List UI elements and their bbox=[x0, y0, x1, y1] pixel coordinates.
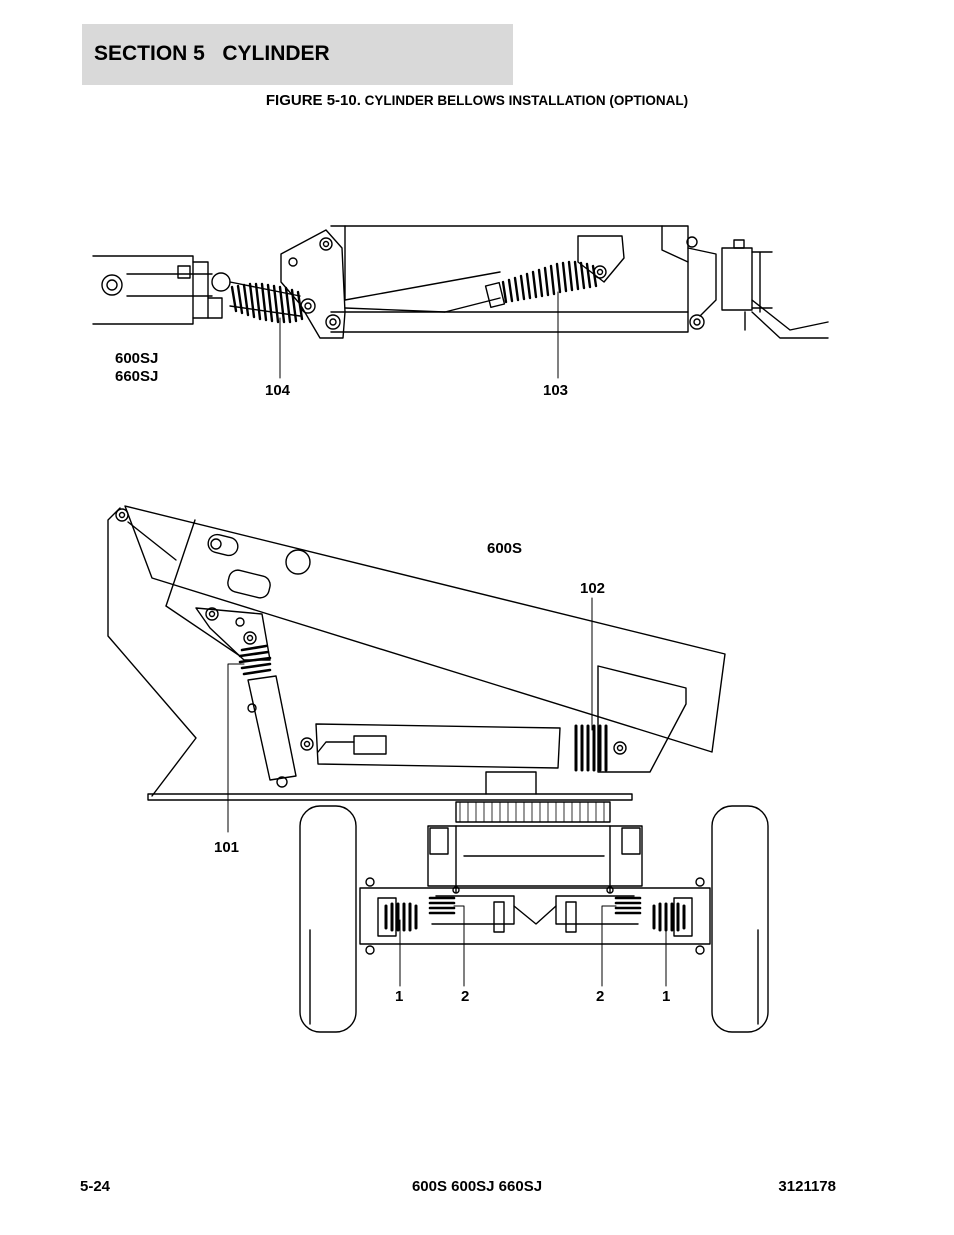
bellows-2-right bbox=[614, 896, 642, 915]
top-view-drawing bbox=[92, 225, 829, 339]
callout-1-left: 1 bbox=[395, 988, 404, 1005]
model-label-600s: 600S bbox=[487, 540, 523, 557]
bellows-1-right bbox=[652, 902, 686, 932]
callout-103: 103 bbox=[543, 382, 569, 399]
callout-2-right: 2 bbox=[596, 988, 605, 1005]
callout-1-right: 1 bbox=[662, 988, 671, 1005]
figure-title: CYLINDER BELLOWS INSTALLATION (OPTIONAL) bbox=[360, 93, 689, 108]
model-label-660sj: 660SJ bbox=[115, 368, 159, 385]
bellows-2-left bbox=[428, 896, 456, 915]
section-title: SECTION 5 CYLINDER bbox=[94, 42, 330, 65]
callout-2-left: 2 bbox=[461, 988, 470, 1005]
bellows-102 bbox=[574, 724, 608, 772]
figure-caption: FIGURE 5-10. CYLINDER BELLOWS INSTALLATI… bbox=[0, 92, 954, 109]
figure-number: FIGURE 5-10. bbox=[265, 92, 361, 109]
bottom-view-drawing bbox=[107, 505, 769, 1033]
callout-102: 102 bbox=[580, 580, 606, 597]
callout-104: 104 bbox=[265, 382, 291, 399]
bellows-101 bbox=[238, 644, 272, 676]
bellows-1-left bbox=[384, 902, 418, 932]
bellows-104 bbox=[230, 282, 304, 324]
bellows-103 bbox=[501, 260, 598, 304]
footer-models: 600S 600SJ 660SJ bbox=[411, 1178, 543, 1195]
model-label-600sj: 600SJ bbox=[115, 350, 159, 367]
footer-page-number: 5-24 bbox=[80, 1178, 111, 1195]
section-header: SECTION 5 CYLINDER bbox=[82, 24, 513, 85]
callout-101: 101 bbox=[214, 839, 240, 856]
footer-doc-number: 3121178 bbox=[778, 1178, 836, 1195]
